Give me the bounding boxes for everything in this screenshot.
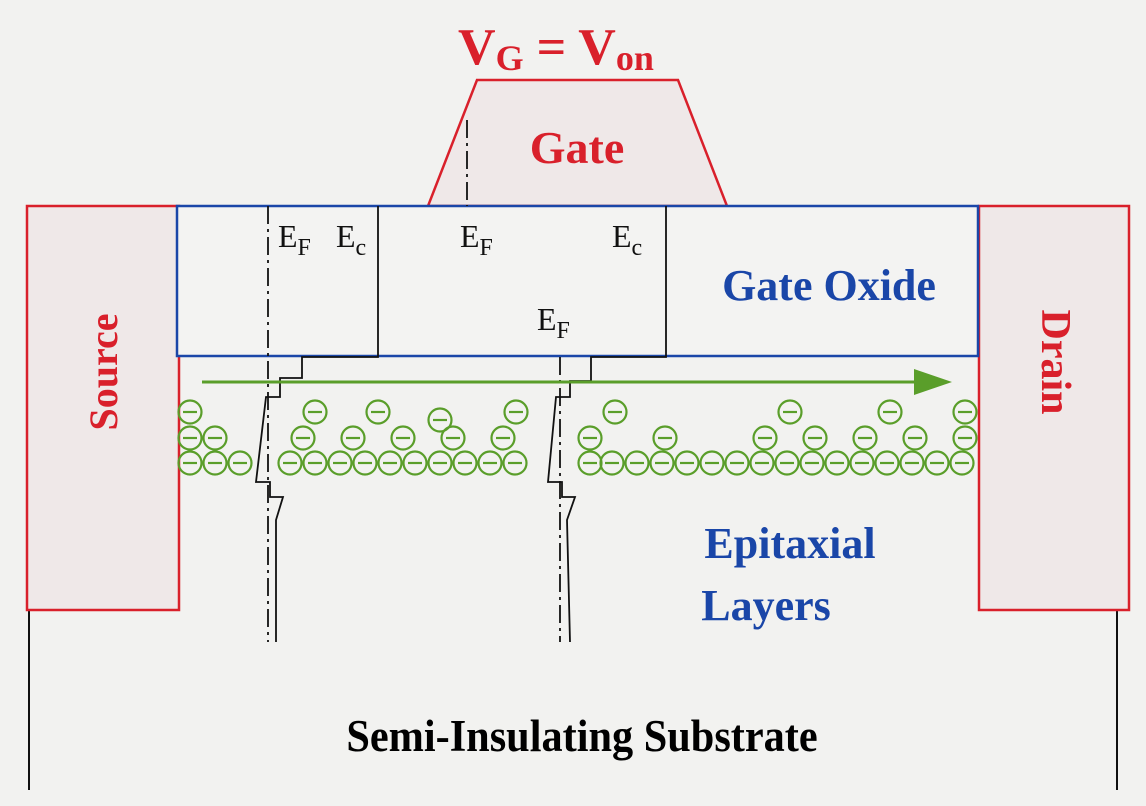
electron	[849, 450, 875, 476]
electron	[952, 399, 978, 425]
band-diagram-center	[466, 120, 667, 643]
electron	[577, 425, 603, 451]
electron	[674, 450, 700, 476]
epitaxial-label-line1: Epitaxial	[704, 519, 875, 568]
band-label-ef-2: EF	[460, 218, 493, 261]
electron	[402, 450, 428, 476]
electron	[924, 450, 950, 476]
electron	[902, 425, 928, 451]
electron	[365, 399, 391, 425]
electron	[652, 425, 678, 451]
conduction-band-edge-left	[254, 206, 379, 642]
electron	[302, 399, 328, 425]
gate-voltage-title: VG = Von	[458, 19, 654, 78]
electron	[340, 425, 366, 451]
electron	[799, 450, 825, 476]
electron	[852, 425, 878, 451]
electron	[302, 450, 328, 476]
electron	[452, 450, 478, 476]
electron	[277, 450, 303, 476]
electron	[724, 450, 750, 476]
substrate-label: Semi-Insulating Substrate	[346, 710, 817, 761]
electron	[177, 425, 203, 451]
electron	[503, 399, 529, 425]
electron	[177, 450, 203, 476]
electron	[427, 407, 453, 433]
band-label-ef-1: EF	[278, 218, 311, 261]
electron	[477, 450, 503, 476]
electron	[699, 450, 725, 476]
band-label-ec-2: Ec	[612, 218, 642, 261]
electron-current-arrow	[202, 369, 952, 395]
electron	[599, 450, 625, 476]
electron	[949, 450, 975, 476]
epitaxial-label-line2: Layers	[701, 581, 831, 630]
electron	[777, 399, 803, 425]
electron	[377, 450, 403, 476]
electron	[749, 450, 775, 476]
electron	[440, 425, 466, 451]
electron	[952, 425, 978, 451]
gate-oxide-label: Gate Oxide	[722, 261, 936, 310]
electron	[202, 450, 228, 476]
electron	[290, 425, 316, 451]
electron	[390, 425, 416, 451]
band-diagram-left	[254, 206, 379, 642]
drain-contact	[977, 204, 1131, 612]
electron	[352, 450, 378, 476]
electron	[802, 425, 828, 451]
band-label-ef-3: EF	[537, 301, 570, 344]
electron	[602, 399, 628, 425]
electron	[227, 450, 253, 476]
electron	[577, 450, 603, 476]
electron	[202, 425, 228, 451]
electron	[177, 399, 203, 425]
electron	[874, 450, 900, 476]
electron	[752, 425, 778, 451]
drain-label: Drain	[1032, 310, 1078, 415]
gate-oxide-layer	[175, 204, 980, 358]
electron	[824, 450, 850, 476]
source-contact	[25, 204, 181, 612]
electron	[649, 450, 675, 476]
conduction-band-edge-center	[547, 206, 667, 643]
gate-label: Gate	[530, 122, 625, 173]
electron	[877, 399, 903, 425]
electron	[899, 450, 925, 476]
electron	[490, 425, 516, 451]
electron	[502, 450, 528, 476]
band-label-ec-1: Ec	[336, 218, 366, 261]
electron	[624, 450, 650, 476]
electron	[327, 450, 353, 476]
electron	[427, 450, 453, 476]
source-label: Source	[81, 313, 126, 430]
electron	[774, 450, 800, 476]
electron-channel	[177, 399, 978, 476]
